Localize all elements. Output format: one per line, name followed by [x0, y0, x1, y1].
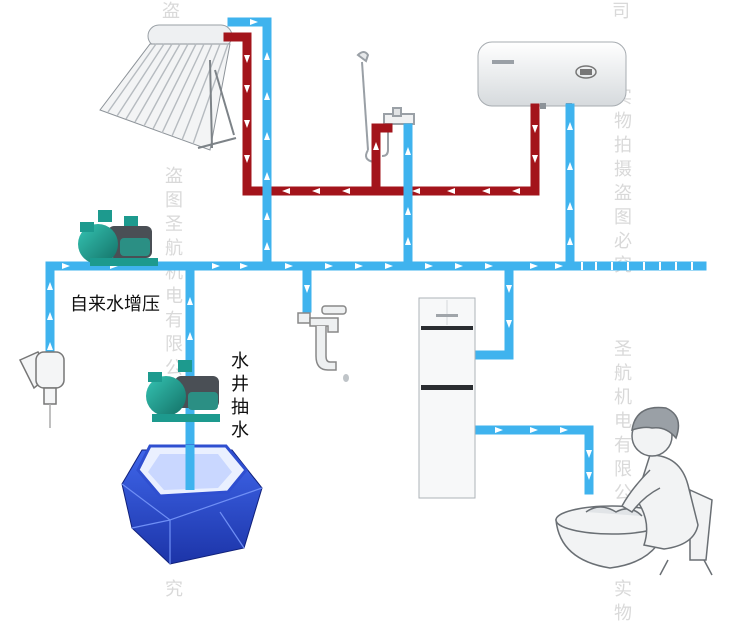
- well-icon: [121, 444, 263, 565]
- booster-pump-label: 自来水增压: [70, 294, 160, 315]
- solar-heater-icon: [99, 24, 237, 151]
- well-pump-icon: [146, 360, 220, 422]
- faucet-icon: [297, 305, 349, 382]
- booster-pump-icon: [78, 210, 158, 266]
- water-heater-icon: [477, 41, 627, 109]
- pipe-extension: [581, 262, 693, 270]
- washing-woman-icon: [555, 406, 713, 576]
- watermark-top-right: 司: [612, 1, 630, 22]
- watermark-left-bottom: 究: [165, 579, 183, 600]
- watermark-right-bottom: 实物: [614, 579, 632, 624]
- air-conditioner-icon: [418, 297, 476, 499]
- well-pump-label: 水井抽水: [231, 351, 249, 441]
- flow-arrows: [47, 19, 592, 480]
- water-meter-icon: [18, 351, 65, 428]
- shower-icon: [356, 51, 415, 163]
- hot-pipes: [223, 32, 540, 196]
- watermark-top-left: 盗: [162, 1, 180, 22]
